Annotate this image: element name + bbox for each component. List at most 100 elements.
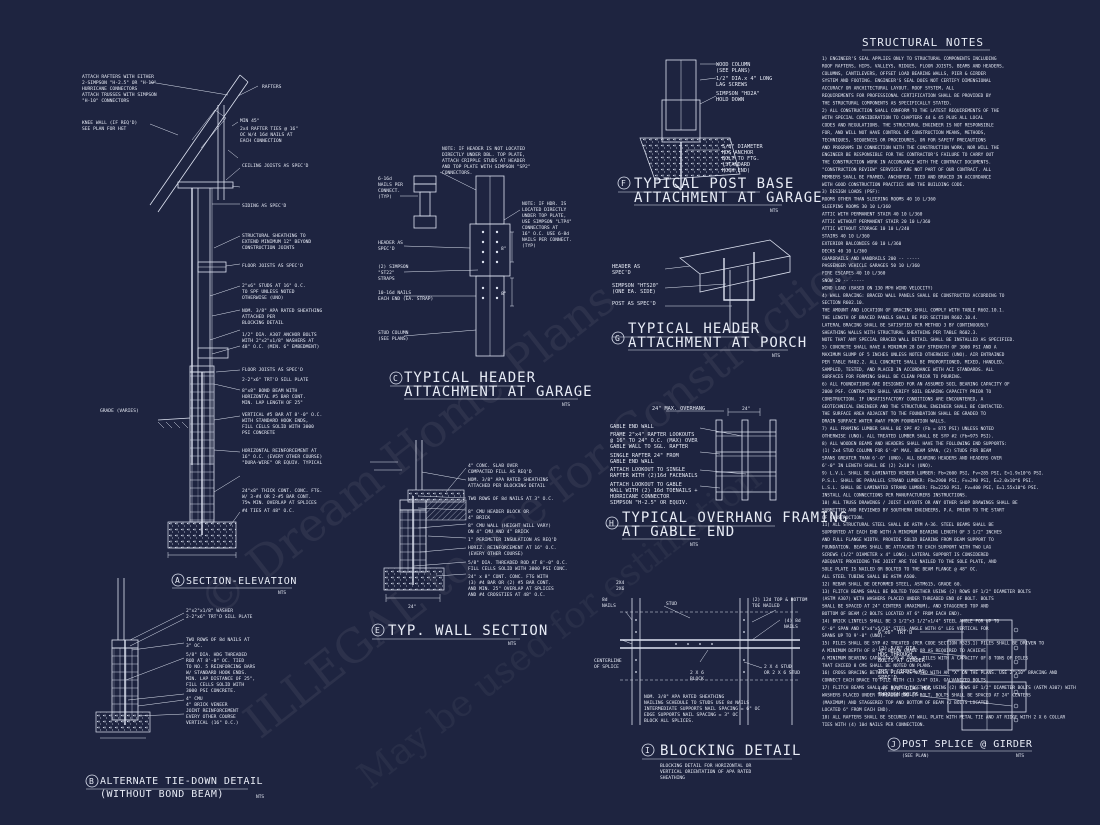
a-note-12: CEILING JOISTS AS SPEC'D [242, 163, 309, 169]
c-note-15: NAILS PER CONNECT. [522, 237, 572, 243]
a-note-7: SEE PLAN FOR HGT [82, 126, 126, 132]
g-note-0: HEADER AS [612, 264, 640, 270]
f-title-letter: F [621, 179, 626, 188]
a-title-bubble [171, 573, 185, 587]
a-note-32: VERTICAL #5 BAR AT 8'-0" O.C. [242, 412, 322, 418]
c-title: TYPICAL HEADER [404, 370, 536, 386]
a-note-43: GRADE (VARIES) [100, 408, 139, 414]
e-title: TYP. WALL SECTION [388, 623, 548, 639]
a-note-19: TO SPF UNLESS NOTED [242, 289, 295, 295]
structural-note-line: 15) PILES SHALL BE SYP #2 TREATED (PER C… [822, 641, 1044, 647]
b-note-11: 4" CMU [186, 696, 203, 702]
e-note-1: COMPACTED FILL AS REQ'D [468, 469, 532, 475]
f-subtitle: ATTACHMENT AT GARAGE [634, 190, 823, 206]
structural-note-line: PASSENGER VEHICLE GARAGES 50 10 L/360 [822, 263, 920, 269]
g-note-1: SPEC'D [612, 270, 631, 276]
structural-note-line: 16) CROSS BRACING BETWEEN PILES IS NOTED… [822, 670, 1058, 676]
f-note-6: 5/8" DIAMETER [722, 144, 763, 150]
structural-note-line: 3) DESIGN LOADS (PSF): [822, 189, 880, 195]
h-note-3: FRAME 2"x4" RAFTER LOOKOUTS [610, 432, 694, 438]
c-nail-pattern [481, 230, 499, 300]
c-note-17: HEADER AS [378, 240, 403, 246]
e-note-13: FILL CELLS SOLID WITH 3000 PSI CONC. [468, 566, 568, 572]
c-note-20: "ST22" [378, 270, 395, 276]
structural-note-line: CONSTRUCTION. IF UNSATISFACTORY CONDITIO… [822, 396, 984, 402]
a-note-31: MIN. LAP LENGTH OF 25" [242, 400, 303, 406]
i-note-19: BLOCK ALL SPLICES. [644, 718, 694, 724]
structural-note-line: 6'-0" IN LENGTH SHALL BE (2) 2x10's (UNO… [822, 463, 933, 469]
structural-note-line: WIND LOAD (BASED ON 130 MPH WIND VELOCIT… [822, 285, 933, 291]
c-note-10: LOCATED DIRECTLY [522, 207, 566, 213]
c-note-24: STUD COLUMN [378, 330, 409, 336]
j-title-letter: J [891, 740, 896, 749]
structural-note-line: WASHERS PLACED UNDER THREADED END OF BOL… [822, 692, 1031, 698]
f-note-3: LAG SCREWS [716, 82, 747, 88]
a-note-26: 48" O.C. (MIN. 6" EMBEDMENT) [242, 344, 319, 350]
a-note-11: EACH CONNECTION [240, 138, 282, 144]
structural-note-line: THAT EXCEED 8 CMS SHALL BE NOTED ON PLAN… [822, 663, 933, 669]
detail-j: 6"x6" TRT'D (2) 5/8" DIA. HDG THROUGH BO… [878, 619, 1032, 759]
f-title: TYPICAL POST BASE [634, 176, 794, 192]
c-note-11: UNDER TOP PLATE, [522, 213, 566, 219]
j-note-4: TRT'D GIRDER AS [878, 669, 925, 675]
h-note-5: GABLE WALL TO SGL. RAFTER [610, 444, 689, 450]
f-note-4: SIMPSON "HD2A" [716, 91, 760, 97]
structural-note-line: THE AMOUNT AND LOCATION OF BRACING SHALL… [822, 308, 1004, 314]
b-note-3: 3" OC. [186, 643, 203, 649]
h-note-4: @ 16" TO 24" O.C. (MAX) OVER [610, 438, 698, 444]
a-note-34: FILL CELLS SOLID WITH 3000 [242, 424, 314, 430]
structural-note-line: SPANS GREATER THAN 6'-0" (UNO). ALL BEAR… [822, 456, 1002, 462]
structural-note-line: 5) CONCRETE SHALL HAVE A MINIMUM 28 DAY … [822, 345, 997, 351]
c-note-4: NOTE: IF HEADER IS NOT LOCATED [442, 146, 525, 152]
c-note-13: CONNECTORS AT [522, 225, 558, 231]
i-nailing [635, 619, 745, 673]
e-note-0: 4" CONC. SLAB OVER [468, 463, 518, 469]
a-note-8: MIN 45° [240, 118, 260, 124]
h-title: TYPICAL OVERHANG FRAMING [622, 510, 848, 526]
a-note-20: OTHERWISE (UNO) [242, 295, 284, 301]
structural-note-line: SYSTEM AND FOOTING. ENGINEER'S SEAL DOES… [822, 78, 992, 84]
g-subtitle: ATTACHMENT AT PORCH [628, 335, 807, 351]
h-note-8: ATTACH LOOKOUT TO SINGLE [610, 467, 685, 473]
c-note-6: ATTACH CRIPPLE STUDS AT HEADER [442, 158, 525, 164]
structural-note-line: GEOTECHNICAL ENGINEER AND THE STRUCTURAL… [822, 404, 1004, 410]
h-note-12: HURRICANE CONNECTOR [610, 494, 670, 500]
e-note-15: (3) #4 BAR OR (2) #5 BAR CONT. [468, 580, 551, 586]
b-note-8: MIN. LAP DISTANCE OF 25", [186, 676, 255, 682]
structural-note-line: (1) 2x4 STUD COLUMN FOR 6'-0" MAX. BEAM … [822, 448, 992, 454]
a-scale: NTS [278, 590, 286, 596]
structural-note-line: MAXIMUM SLUMP OF 5 INCHES UNLESS NOTED O… [822, 352, 1005, 358]
j-scale: NTS [1016, 753, 1024, 759]
b-scale: NTS [256, 794, 264, 800]
a-note-27: FLOOR JOISTS AS SPEC'D [242, 367, 303, 373]
a-title: SECTION-ELEVATION [186, 576, 297, 587]
structural-note-line: TIES WITH (4) 10d NAILS PER CONNECTION. [822, 722, 925, 728]
structural-note-line: 6'-0" SPAN AND 6"x4"x5/16" STEEL ANGLE W… [822, 626, 989, 632]
e-note-11: (EVERY OTHER COURSE) [468, 551, 523, 557]
structural-note-line: 10) ALL TRUSS DRAWINGS / JOIST LAYOUTS O… [822, 500, 1018, 506]
b-title: ALTERNATE TIE-DOWN DETAIL [100, 776, 263, 787]
structural-note-line: "CONSTRUCTION REVIEW" SERVICES ARE NOT P… [822, 167, 992, 173]
structural-note-line: 6) ALL FOUNDATIONS ARE DESIGNED FOR AN A… [822, 382, 1010, 388]
structural-note-line: THE LENGTH OF BRACED PANELS SHALL BE PER… [822, 315, 978, 321]
a-note-41: 75% MIN. OVERLAP AT SPLICES [242, 500, 317, 506]
structural-note-line: LOCATED 6" FROM EACH END). [822, 707, 891, 713]
structural-note-line: GUARDRAILS AND HANDRAILS 200 -- ----- [822, 256, 920, 262]
c-note-12: USE SIMPSON "LTP4" [522, 219, 572, 225]
a-note-22: ATTACHED PER [242, 314, 275, 320]
structural-note-line: SAMPLED, TESTED, AND PLACED IN ACCORDANC… [822, 367, 994, 373]
c-dim-0: 8" [501, 246, 507, 252]
structural-note-line: CODES AND REGULATIONS. THE STRUCTURAL EN… [822, 123, 994, 129]
f-note-9: (STANDARD [722, 162, 750, 168]
i-note-7: (4) 8d [784, 618, 801, 624]
b-note-5: ROD AT 8'-0" OC. TIED [186, 658, 244, 664]
a-note-2: HURRICANE CONNECTORS [82, 86, 138, 92]
b-title-letter: B [89, 777, 94, 786]
f-note-8: BOLT TO FTG. [722, 156, 759, 162]
structural-note-line: SLEEPING ROOMS 30 10 L/360 [822, 204, 891, 210]
b-note-14: EVERY OTHER COURSE [186, 714, 236, 720]
structural-note-line: ACCURACY OR ARCHITECTURAL LAYOUT. ROOF S… [822, 86, 955, 92]
j-note-6: (4) 5/8" DIA. HDG [878, 686, 931, 692]
h-note-9: RAFTER WITH (2)16d FACENAILS [610, 473, 697, 479]
structural-note-line: ATTIC WITHOUT PERMANENT STAIR 20 10 L/36… [822, 219, 931, 225]
